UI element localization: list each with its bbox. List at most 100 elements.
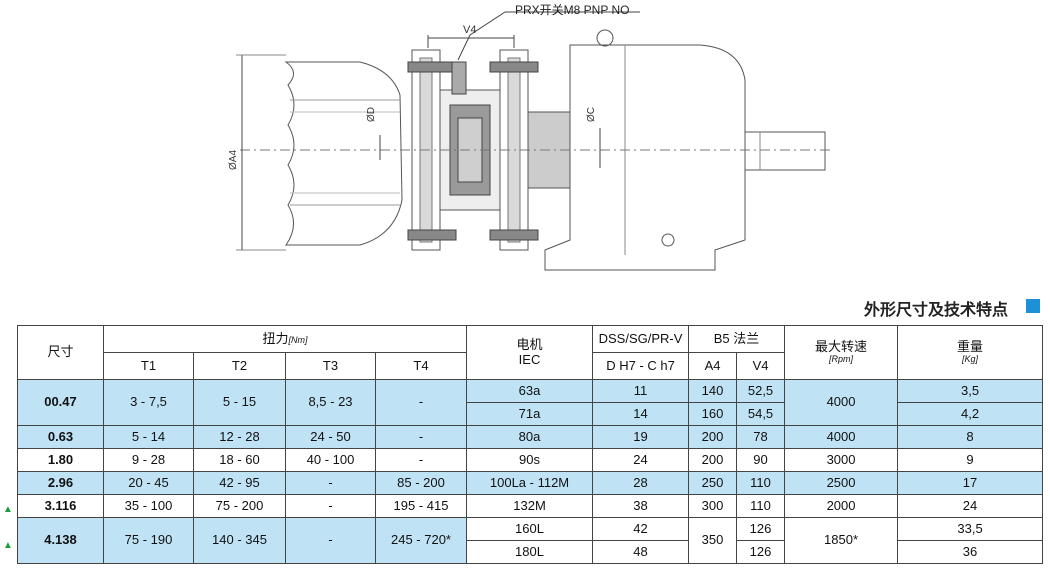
section-title: 外形尺寸及技术特点 (863, 302, 1008, 319)
cell-weight: 33,5 (897, 517, 1044, 541)
cell-t4: - (374, 379, 468, 426)
header-t4: T4 (374, 352, 468, 380)
cell-t3: 8,5 - 23 (285, 379, 376, 426)
cell-t1: 20 - 45 (103, 471, 194, 495)
cell-t3: 24 - 50 (285, 425, 376, 449)
cell-shaft: 24 (592, 448, 690, 472)
cell-size: 0.63 (17, 425, 104, 449)
header-shaft-sub: D H7 - C h7 (592, 352, 690, 380)
header-a4: A4 (688, 352, 738, 380)
cell-t4: - (374, 425, 468, 449)
cell-motor: 100La - 112M (466, 471, 594, 495)
header-weight: 重量[Kg] (897, 325, 1044, 380)
section-marker-square (1026, 299, 1040, 313)
cell-a4: 250 (688, 471, 738, 495)
cell-speed: 4000 (784, 379, 899, 426)
cell-shaft: 14 (592, 402, 690, 426)
cell-v4: 52,5 (736, 379, 786, 403)
cell-weight: 24 (897, 494, 1044, 518)
cell-t3: - (285, 517, 376, 564)
header-t3: T3 (285, 352, 376, 380)
cell-motor: 63a (466, 379, 594, 403)
cell-a4: 140 (688, 379, 738, 403)
table-row: 1.80 9 - 28 18 - 60 40 - 100 - 90s 24 20… (17, 448, 1044, 472)
cell-v4: 110 (736, 494, 786, 518)
cell-t1: 35 - 100 (103, 494, 194, 518)
proximity-sensor (457, 11, 640, 61)
header-v4: V4 (736, 352, 786, 380)
cell-t4: 85 - 200 (374, 471, 468, 495)
cell-a4: 300 (688, 494, 738, 518)
cell-a4: 200 (688, 448, 738, 472)
cell-v4: 78 (736, 425, 786, 449)
cell-t3: 40 - 100 (285, 448, 376, 472)
table-row: 3.116 35 - 100 75 - 200 - 195 - 415 132M… (17, 494, 1044, 518)
table-row: 180L 48 126 36 (18, 540, 1044, 564)
cell-speed: 4000 (784, 425, 899, 449)
cell-size: 2.96 (17, 471, 104, 495)
dim-d-label: ØD (366, 107, 377, 122)
header-speed: 最大转速[Rpm] (784, 325, 899, 380)
cell-motor: 71a (466, 402, 594, 426)
cell-size: 1.80 (17, 448, 104, 472)
cell-t4: 245 - 720* (374, 517, 468, 564)
sensor-label: PRX开关M8 PNP NO (515, 3, 629, 17)
dim-v4-label: V4 (463, 24, 476, 36)
header-t1: T1 (103, 352, 194, 380)
cell-t1: 9 - 28 (103, 448, 194, 472)
cell-shaft: 28 (592, 471, 690, 495)
cell-motor: 80a (466, 425, 594, 449)
cell-weight: 3,5 (897, 379, 1044, 403)
cell-t2: 12 - 28 (193, 425, 286, 449)
cell-t1: 3 - 7,5 (103, 379, 194, 426)
dim-a4-label: ØA4 (228, 150, 239, 170)
table-row: 0.63 5 - 14 12 - 28 24 - 50 - 80a 19 200… (17, 425, 1044, 449)
cell-a4: 350 (688, 517, 738, 564)
header-t2: T2 (193, 352, 286, 380)
cell-t2: 18 - 60 (193, 448, 286, 472)
cell-size: 4.138 (17, 517, 104, 564)
cell-motor: 180L (466, 540, 594, 564)
cell-a4: 160 (688, 402, 738, 426)
cell-speed: 3000 (784, 448, 899, 472)
cell-t4: 195 - 415 (374, 494, 468, 518)
cell-v4: 110 (736, 471, 786, 495)
cell-speed: 2000 (784, 494, 899, 518)
cell-t2: 75 - 200 (193, 494, 286, 518)
motor-body-outline (284, 61, 403, 246)
cell-v4: 54,5 (736, 402, 786, 426)
dim-c-label: ØC (586, 107, 597, 122)
cell-v4: 126 (736, 540, 786, 564)
cell-size: 00.47 (17, 379, 104, 426)
header-flange: B5 法兰 (688, 325, 786, 353)
cell-a4: 200 (688, 425, 738, 449)
gearbox-housing (544, 44, 746, 271)
table-row: 00.47 3 - 7,5 5 - 15 8,5 - 23 - 63a 11 1… (17, 379, 1044, 426)
header-size: 尺寸 (17, 325, 104, 380)
cell-t2: 5 - 15 (193, 379, 286, 426)
cell-t1: 75 - 190 (103, 517, 194, 564)
header-shaft: DSS/SG/PR-V (592, 325, 690, 353)
cell-speed: 2500 (784, 471, 899, 495)
cell-weight: 4,2 (897, 402, 1044, 426)
cell-weight: 9 (897, 448, 1044, 472)
header-torque: 扭力[Nm] (102, 325, 468, 353)
cell-shaft: 19 (592, 425, 690, 449)
flange-bolts (407, 61, 539, 241)
cell-v4: 126 (736, 517, 786, 541)
cell-weight: 36 (897, 540, 1044, 564)
gearmotor-technical-drawing: PRX开关M8 PNP NO V4 ØD ØC ØA4 (228, 3, 830, 271)
cell-motor: 132M (466, 494, 594, 518)
cell-weight: 17 (897, 471, 1044, 495)
cell-t2: 42 - 95 (193, 471, 286, 495)
output-shaft (744, 131, 826, 171)
cell-t2: 140 - 345 (193, 517, 286, 564)
cell-weight: 8 (897, 425, 1044, 449)
cell-t1: 5 - 14 (103, 425, 194, 449)
lifting-eye (596, 29, 614, 47)
table-row: 4.138 75 - 190 140 - 345 - 245 - 720* 16… (17, 517, 1044, 564)
table-row: 2.96 20 - 45 42 - 95 - 85 - 200 100La - … (17, 471, 1044, 495)
cell-shaft: 42 (592, 517, 690, 541)
cell-shaft: 48 (592, 540, 690, 564)
